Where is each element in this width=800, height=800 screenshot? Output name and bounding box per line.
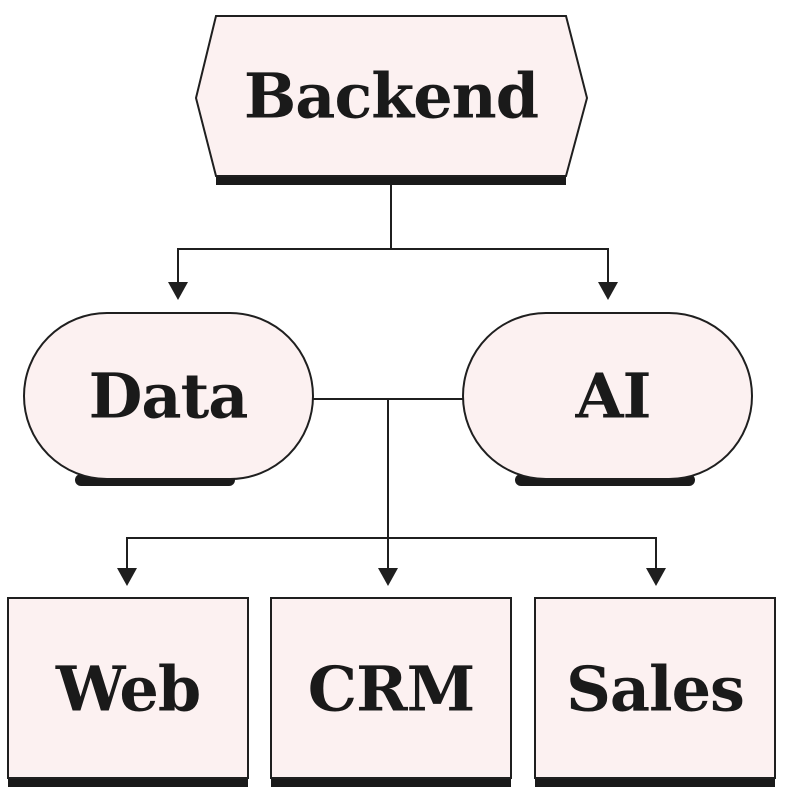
- node-web-shadow: [8, 776, 248, 787]
- node-web: Web: [7, 597, 249, 787]
- node-ai-shape: [462, 312, 753, 480]
- node-sales-shape: [534, 597, 776, 779]
- node-ai: AI: [462, 312, 753, 486]
- edge-backend-to-data-ai: [168, 183, 618, 300]
- node-sales-label: Sales: [566, 653, 744, 726]
- node-backend-label: Backend: [244, 60, 538, 133]
- arrow-to-ai: [598, 282, 618, 300]
- node-sales-shadow: [535, 776, 775, 787]
- node-backend-shadow: [216, 174, 566, 185]
- arrow-to-sales: [646, 568, 666, 586]
- node-ai-label: AI: [574, 360, 650, 433]
- arrow-to-data: [168, 282, 188, 300]
- arrow-to-web: [117, 568, 137, 586]
- connector-backend-branch: [177, 248, 609, 284]
- node-backend-shape: [194, 15, 589, 177]
- node-data-shape: [23, 312, 314, 480]
- node-web-shape: [7, 597, 249, 779]
- node-crm-shape: [270, 597, 512, 779]
- node-web-label: Web: [55, 653, 200, 726]
- arrow-to-crm: [378, 568, 398, 586]
- node-data-label: Data: [89, 360, 248, 433]
- node-sales: Sales: [534, 597, 776, 787]
- edge-data-ai-to-leaves: [117, 398, 666, 586]
- node-crm-label: CRM: [308, 653, 475, 726]
- node-crm: CRM: [270, 597, 512, 787]
- node-backend: Backend: [194, 15, 589, 185]
- node-crm-shadow: [271, 776, 511, 787]
- connector-leaves-branch: [126, 537, 657, 570]
- node-data: Data: [23, 312, 314, 486]
